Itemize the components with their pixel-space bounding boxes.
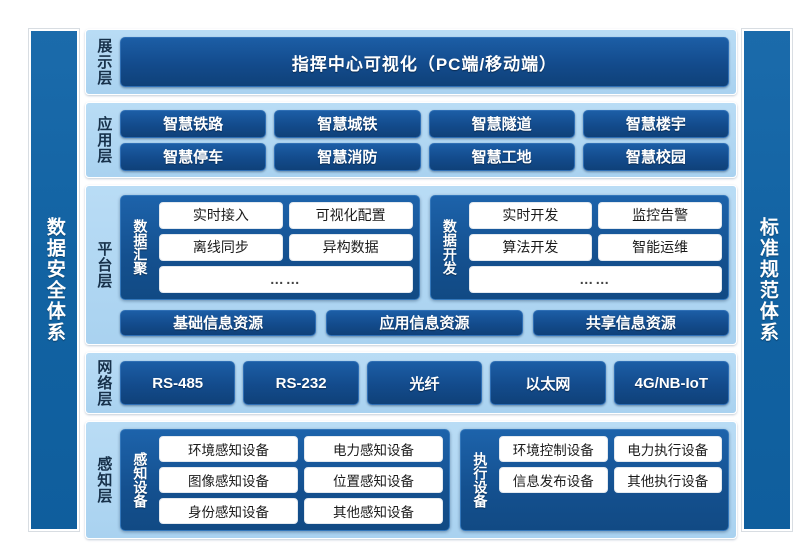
chip-fiber-optic[interactable]: 光纤 bbox=[366, 361, 483, 405]
layer-application-label: 应用层 bbox=[95, 116, 113, 164]
box-environment-controller[interactable]: 环境控制设备 bbox=[499, 436, 608, 462]
box-aggregation-more[interactable]: …… bbox=[159, 265, 413, 293]
layer-platform-body: 数据汇聚 实时接入 可视化配置 离线同步 异构数据 …… bbox=[120, 186, 736, 344]
pillar-left-label: 数据安全体系 bbox=[43, 217, 65, 343]
chip-smart-parking[interactable]: 智慧停车 bbox=[120, 142, 267, 171]
pillar-data-security: 数据安全体系 bbox=[29, 29, 79, 531]
chip-rs485[interactable]: RS-485 bbox=[120, 361, 236, 405]
chip-shared-info-resource[interactable]: 共享信息资源 bbox=[532, 309, 729, 336]
box-location-sensor[interactable]: 位置感知设备 bbox=[304, 467, 443, 493]
aggregation-row-2: 离线同步 异构数据 bbox=[159, 233, 413, 261]
pillar-right-label: 标准规范体系 bbox=[756, 217, 778, 343]
box-power-actuator[interactable]: 电力执行设备 bbox=[613, 436, 722, 462]
chip-smart-building[interactable]: 智慧楼宇 bbox=[582, 109, 729, 138]
chip-4g-nbiot[interactable]: 4G/NB-IoT bbox=[613, 361, 730, 405]
box-offline-sync[interactable]: 离线同步 bbox=[159, 233, 283, 261]
chip-smart-construction-site[interactable]: 智慧工地 bbox=[428, 142, 575, 171]
pillar-standards: 标准规范体系 bbox=[742, 29, 792, 531]
chip-command-center[interactable]: 指挥中心可视化（PC端/移动端） bbox=[120, 37, 729, 87]
group-data-aggregation-label: 数据汇聚 bbox=[132, 219, 149, 275]
group-actuator-devices: 执行设备 环境控制设备 电力执行设备 信息发布设备 其他执行设备 bbox=[460, 429, 729, 531]
chip-rs232[interactable]: RS-232 bbox=[243, 361, 359, 405]
development-row-1: 实时开发 监控告警 bbox=[468, 201, 722, 229]
chip-smart-metro[interactable]: 智慧城铁 bbox=[274, 109, 421, 138]
box-visual-config[interactable]: 可视化配置 bbox=[288, 201, 413, 229]
platform-groups: 数据汇聚 实时接入 可视化配置 离线同步 异构数据 …… bbox=[120, 194, 729, 300]
group-actuator-devices-label: 执行设备 bbox=[472, 452, 489, 508]
box-info-publisher[interactable]: 信息发布设备 bbox=[499, 467, 608, 493]
sensing-row-3: 身份感知设备 其他感知设备 bbox=[159, 498, 443, 524]
box-development-more[interactable]: …… bbox=[468, 265, 722, 293]
box-image-sensor[interactable]: 图像感知设备 bbox=[159, 467, 298, 493]
box-algorithm-development[interactable]: 算法开发 bbox=[468, 233, 593, 261]
chip-smart-campus[interactable]: 智慧校园 bbox=[582, 142, 729, 171]
box-identity-sensor[interactable]: 身份感知设备 bbox=[159, 498, 298, 524]
box-realtime-ingest[interactable]: 实时接入 bbox=[159, 201, 283, 229]
group-actuator-devices-grid: 环境控制设备 电力执行设备 信息发布设备 其他执行设备 bbox=[499, 436, 722, 524]
box-heterogeneous-data[interactable]: 异构数据 bbox=[288, 233, 413, 261]
layer-network: 网络层 RS-485 RS-232 光纤 以太网 4G/NB-IoT bbox=[85, 352, 737, 414]
box-other-sensor[interactable]: 其他感知设备 bbox=[304, 498, 443, 524]
sensing-row-2: 图像感知设备 位置感知设备 bbox=[159, 467, 443, 493]
development-row-2: 算法开发 智能运维 bbox=[468, 233, 722, 261]
layer-platform: 平台层 数据汇聚 实时接入 可视化配置 离线同步 异构数据 …… bbox=[85, 185, 737, 345]
actuator-row-1: 环境控制设备 电力执行设备 bbox=[499, 436, 722, 462]
group-data-development-grid: 实时开发 监控告警 算法开发 智能运维 …… bbox=[468, 201, 722, 293]
box-monitoring-alarm[interactable]: 监控告警 bbox=[598, 201, 722, 229]
layer-perception-label: 感知层 bbox=[95, 456, 113, 504]
layer-network-body: RS-485 RS-232 光纤 以太网 4G/NB-IoT bbox=[120, 353, 736, 413]
box-power-sensor[interactable]: 电力感知设备 bbox=[304, 436, 443, 462]
application-row-2: 智慧停车 智慧消防 智慧工地 智慧校园 bbox=[120, 142, 729, 171]
layer-perception-body: 感知设备 环境感知设备 电力感知设备 图像感知设备 位置感知设备 身份感知设备 bbox=[120, 422, 736, 538]
chip-basic-info-resource[interactable]: 基础信息资源 bbox=[120, 309, 317, 336]
group-data-aggregation: 数据汇聚 实时接入 可视化配置 离线同步 异构数据 …… bbox=[120, 194, 420, 300]
layer-platform-label: 平台层 bbox=[95, 241, 113, 289]
box-other-actuator[interactable]: 其他执行设备 bbox=[613, 467, 722, 493]
perception-groups: 感知设备 环境感知设备 电力感知设备 图像感知设备 位置感知设备 身份感知设备 bbox=[120, 429, 729, 531]
platform-resources-row: 基础信息资源 应用信息资源 共享信息资源 bbox=[120, 309, 729, 336]
layer-perception: 感知层 感知设备 环境感知设备 电力感知设备 图像感知设备 位置感知设备 bbox=[85, 421, 737, 539]
group-data-development: 数据开发 实时开发 监控告警 算法开发 智能运维 …… bbox=[429, 194, 729, 300]
chip-application-info-resource[interactable]: 应用信息资源 bbox=[326, 309, 523, 336]
layer-application-body: 智慧铁路 智慧城铁 智慧隧道 智慧楼宇 智慧停车 智慧消防 智慧工地 智慧校园 bbox=[120, 103, 736, 177]
network-row: RS-485 RS-232 光纤 以太网 4G/NB-IoT bbox=[120, 361, 730, 405]
chip-smart-firefighting[interactable]: 智慧消防 bbox=[274, 142, 421, 171]
group-data-development-label: 数据开发 bbox=[441, 219, 458, 275]
chip-smart-tunnel[interactable]: 智慧隧道 bbox=[428, 109, 575, 138]
layer-display-label: 展示层 bbox=[95, 38, 113, 86]
group-sensing-devices-grid: 环境感知设备 电力感知设备 图像感知设备 位置感知设备 身份感知设备 其他感知设… bbox=[159, 436, 443, 524]
layer-application: 应用层 智慧铁路 智慧城铁 智慧隧道 智慧楼宇 智慧停车 智慧消防 智慧工地 智… bbox=[85, 102, 737, 178]
box-intelligent-ops[interactable]: 智能运维 bbox=[598, 233, 722, 261]
layer-display: 展示层 指挥中心可视化（PC端/移动端） bbox=[85, 29, 737, 95]
actuator-row-2: 信息发布设备 其他执行设备 bbox=[499, 467, 722, 493]
sensing-row-1: 环境感知设备 电力感知设备 bbox=[159, 436, 443, 462]
chip-ethernet[interactable]: 以太网 bbox=[490, 361, 606, 405]
layer-network-label: 网络层 bbox=[95, 359, 113, 407]
box-environment-sensor[interactable]: 环境感知设备 bbox=[159, 436, 298, 462]
group-data-aggregation-grid: 实时接入 可视化配置 离线同步 异构数据 …… bbox=[159, 201, 413, 293]
chip-smart-railway[interactable]: 智慧铁路 bbox=[120, 109, 267, 138]
group-sensing-devices: 感知设备 环境感知设备 电力感知设备 图像感知设备 位置感知设备 身份感知设备 bbox=[120, 429, 450, 531]
box-realtime-development[interactable]: 实时开发 bbox=[468, 201, 593, 229]
application-row-1: 智慧铁路 智慧城铁 智慧隧道 智慧楼宇 bbox=[120, 109, 729, 138]
aggregation-row-1: 实时接入 可视化配置 bbox=[159, 201, 413, 229]
layer-display-body: 指挥中心可视化（PC端/移动端） bbox=[120, 30, 736, 94]
group-sensing-devices-label: 感知设备 bbox=[132, 452, 149, 508]
